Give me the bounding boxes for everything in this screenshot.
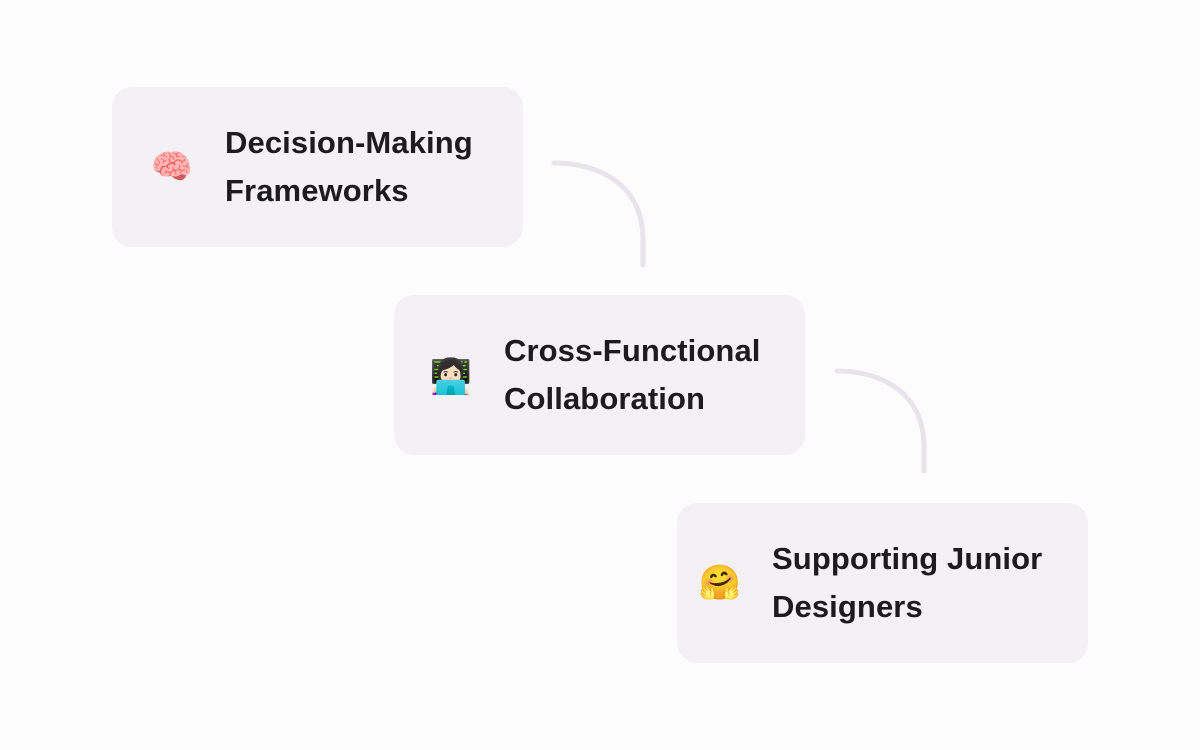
- node-label: Decision-Making Frameworks: [225, 119, 473, 215]
- node-decision-making-frameworks[interactable]: 🧠 Decision-Making Frameworks: [112, 87, 523, 247]
- node-label-line-1: Decision-Making: [225, 125, 473, 160]
- node-label: Cross-Functional Collaboration: [504, 327, 761, 423]
- node-label: Supporting Junior Designers: [772, 535, 1042, 631]
- node-label-line-1: Supporting Junior: [772, 541, 1043, 576]
- connector-1-to-2: [551, 160, 646, 268]
- hugging-face-icon: 🤗: [698, 563, 742, 603]
- node-label-line-2: Frameworks: [225, 173, 409, 208]
- node-cross-functional-collaboration[interactable]: 👩🏻‍💻 Cross-Functional Collaboration: [394, 295, 805, 455]
- connector-2-to-3: [834, 368, 927, 474]
- node-label-line-1: Cross-Functional: [504, 333, 761, 368]
- brain-icon: 🧠: [150, 147, 194, 187]
- node-label-line-2: Collaboration: [504, 381, 706, 416]
- node-supporting-junior-designers[interactable]: 🤗 Supporting Junior Designers: [677, 503, 1088, 663]
- woman-technologist-icon: 👩🏻‍💻: [429, 357, 473, 397]
- node-label-line-2: Designers: [772, 589, 923, 624]
